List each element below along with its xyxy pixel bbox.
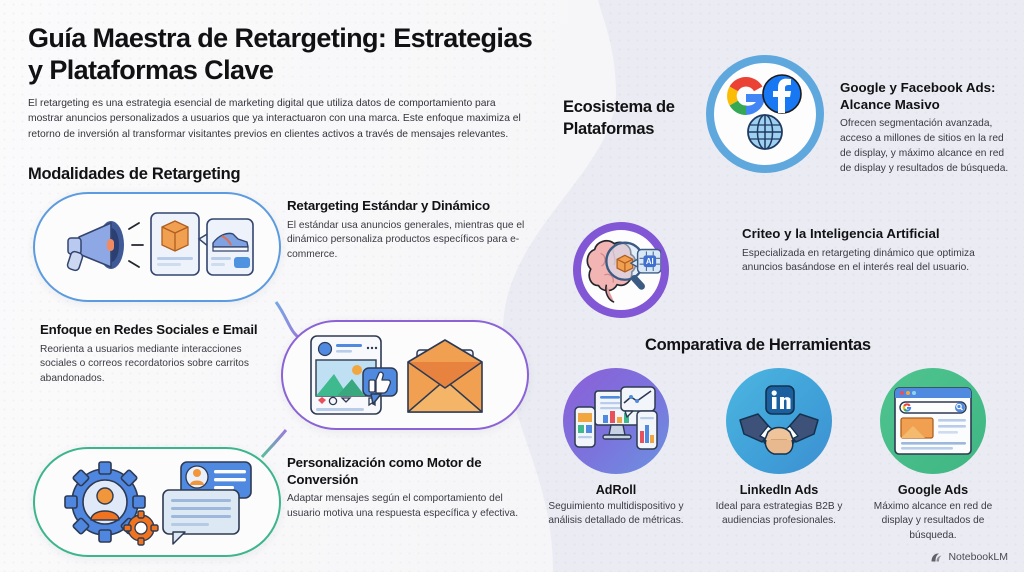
section-heading-comparativa: Comparativa de Herramientas bbox=[645, 336, 871, 354]
section-heading-ecosistema: Ecosistema de Plataformas bbox=[563, 98, 675, 139]
google-facebook-globe-icons bbox=[726, 74, 802, 150]
google-search-results-illustration bbox=[894, 387, 972, 455]
tool-name: AdRoll bbox=[595, 483, 637, 497]
card-body: Ofrecen segmentación avanzada, acceso a … bbox=[840, 118, 1009, 174]
ring-google-facebook bbox=[706, 55, 824, 173]
circle-adroll bbox=[563, 368, 669, 474]
tool-body: Máximo alcance en red de display y resul… bbox=[873, 501, 993, 541]
section-heading-modalidades: Modalidades de Retargeting bbox=[28, 165, 241, 183]
card-redes-sociales-email bbox=[281, 320, 529, 430]
card-title: Retargeting Estándar y Dinámico bbox=[287, 198, 490, 213]
card-body: Especializada en retargeting dinámico qu… bbox=[742, 247, 975, 274]
circle-linkedin bbox=[726, 368, 832, 474]
circle-google-ads bbox=[880, 368, 986, 474]
card-body: Reorienta a usuarios mediante interaccio… bbox=[40, 343, 249, 385]
card-title: Personalización como Motor de Conversión bbox=[287, 455, 482, 487]
megaphone-product-ad-illustration bbox=[66, 212, 254, 276]
social-post-and-email-illustration bbox=[310, 335, 483, 415]
tool-name: Google Ads bbox=[897, 483, 969, 497]
tool-linkedin-ads: LinkedIn Ads Ideal para estrategias B2B … bbox=[704, 483, 854, 529]
tool-body: Seguimiento multidispositivo y análisis … bbox=[548, 501, 684, 527]
text-personalizacion-conversion: Personalización como Motor de Conversión… bbox=[287, 455, 532, 522]
brand-label: NotebookLM bbox=[948, 551, 1008, 563]
text-retargeting-estandar: Retargeting Estándar y Dinámico El están… bbox=[287, 198, 532, 263]
card-title: Enfoque en Redes Sociales e Email bbox=[40, 322, 258, 337]
card-title: Criteo y la Inteligencia Artificial bbox=[742, 226, 940, 241]
tool-google-ads: Google Ads Máximo alcance en red de disp… bbox=[858, 483, 1008, 543]
text-criteo-ai: Criteo y la Inteligencia Artificial Espe… bbox=[742, 226, 1017, 276]
card-title: Google y Facebook Ads: Alcance Masivo bbox=[840, 80, 996, 112]
header: Guía Maestra de Retargeting: Estrategias… bbox=[28, 22, 536, 143]
brand-badge: NotebookLM bbox=[930, 551, 1008, 563]
notebooklm-logo-icon bbox=[931, 552, 942, 561]
ring-criteo-ai: AI bbox=[573, 222, 669, 318]
card-body: Adaptar mensajes según el comportamiento… bbox=[287, 493, 519, 519]
linkedin-handshake-illustration bbox=[739, 385, 819, 455]
intro-paragraph: El retargeting es una estrategia esencia… bbox=[28, 97, 521, 141]
text-redes-sociales-email: Enfoque en Redes Sociales e Email Reorie… bbox=[40, 322, 275, 387]
page-title: Guía Maestra de Retargeting: Estrategias… bbox=[28, 23, 533, 86]
card-retargeting-estandar bbox=[33, 192, 281, 302]
svg-text:AI: AI bbox=[646, 257, 654, 266]
tool-body: Ideal para estrategias B2B y audiencias … bbox=[715, 501, 843, 527]
text-google-facebook-ads: Google y Facebook Ads: Alcance Masivo Of… bbox=[840, 80, 1012, 176]
card-body: El estándar usa anuncios generales, mien… bbox=[287, 219, 525, 261]
tool-name: LinkedIn Ads bbox=[739, 483, 819, 497]
brain-magnifier-ai-chip-illustration: AI bbox=[586, 240, 661, 303]
user-gear-chat-illustration bbox=[64, 461, 252, 546]
multi-device-analytics-illustration bbox=[574, 386, 658, 450]
tool-adroll: AdRoll Seguimiento multidispositivo y an… bbox=[541, 483, 691, 529]
card-personalizacion-conversion bbox=[33, 447, 281, 557]
